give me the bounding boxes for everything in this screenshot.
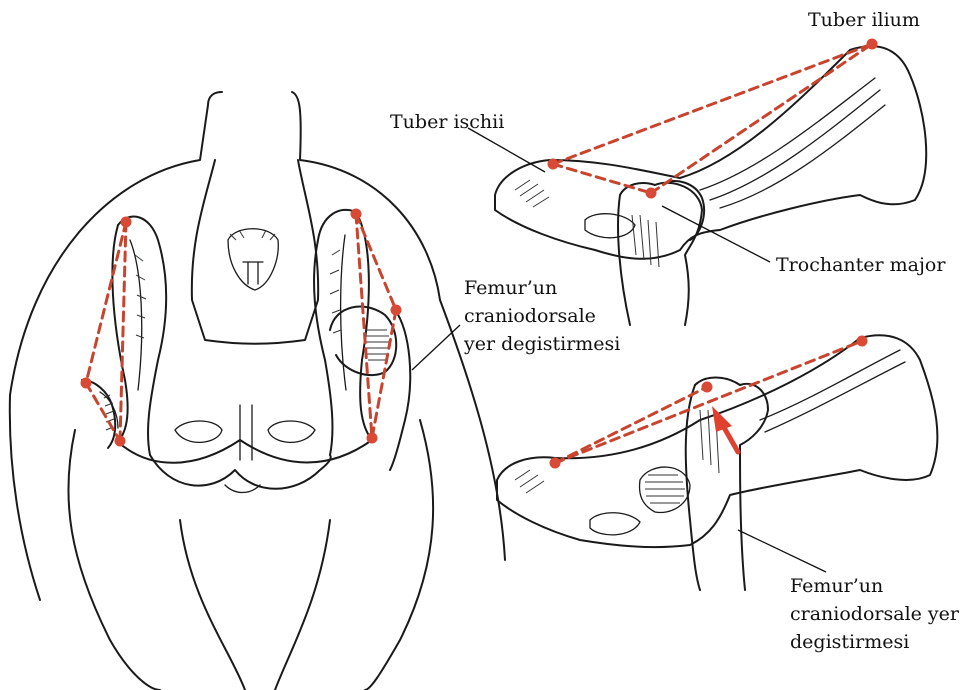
landmark-dot — [857, 336, 868, 347]
label-tuber-ilium: Tuber ilium — [808, 9, 920, 31]
landmark-dot — [115, 436, 126, 447]
svg-text:craniodorsale yer: craniodorsale yer — [790, 603, 960, 625]
svg-text:Femur’un: Femur’un — [464, 277, 557, 299]
landmark-dot — [867, 39, 878, 50]
landmark-line — [555, 387, 707, 463]
leader-line — [662, 206, 770, 262]
landmark-dot — [702, 382, 713, 393]
leader-line — [412, 325, 460, 370]
svg-text:craniodorsale: craniodorsale — [464, 305, 596, 327]
landmark-dot — [351, 209, 362, 220]
displacement-arrow — [712, 406, 738, 452]
landmark-line — [120, 222, 126, 441]
landmark-line — [651, 44, 872, 193]
dorsal-pelvis-view — [10, 92, 505, 690]
landmark-dot — [121, 217, 132, 228]
label-femur-displacement-bottom: Femur’un craniodorsale yer degistirmesi — [790, 575, 960, 653]
label-trochanter-major: Trochanter major — [776, 254, 946, 276]
svg-text:Femur’un: Femur’un — [790, 575, 883, 597]
leader-line — [468, 128, 545, 172]
svg-text:yer degistirmesi: yer degistirmesi — [463, 333, 620, 355]
landmark-dot — [646, 188, 657, 199]
landmark-dot — [391, 305, 402, 316]
landmark-dot — [81, 378, 92, 389]
landmark-dot — [550, 458, 561, 469]
leader-line — [738, 530, 826, 572]
landmark-line — [555, 341, 862, 463]
landmark-dot — [548, 159, 559, 170]
lateral-dislocated-view — [497, 335, 937, 590]
label-femur-displacement-left: Femur’un craniodorsale yer degistirmesi — [463, 277, 620, 355]
landmark-line — [553, 44, 872, 164]
landmark-dot — [367, 433, 378, 444]
svg-text:degistirmesi: degistirmesi — [790, 631, 909, 653]
label-tuber-ischii: Tuber ischii — [390, 111, 504, 133]
